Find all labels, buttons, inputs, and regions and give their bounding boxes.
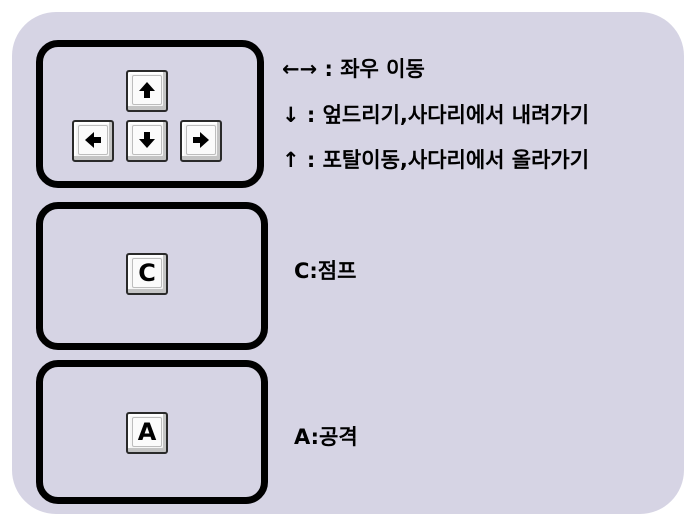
up-arrow-key bbox=[126, 70, 168, 112]
move-description: ←→ : 좌우 이동 bbox=[282, 57, 425, 81]
c-key-label: C bbox=[138, 259, 156, 287]
arrow-keys-box bbox=[36, 40, 264, 188]
up-description: ↑ : 포탈이동,사다리에서 올라가기 bbox=[282, 148, 590, 172]
attack-description: A:공격 bbox=[294, 425, 358, 449]
arrow-up-icon bbox=[139, 82, 155, 98]
right-arrow-key bbox=[180, 120, 222, 162]
left-arrow-key bbox=[72, 120, 114, 162]
arrow-down-icon bbox=[139, 132, 155, 148]
down-arrow-key bbox=[126, 120, 168, 162]
a-key: A bbox=[126, 412, 168, 454]
c-key: C bbox=[126, 253, 168, 295]
arrow-right-icon bbox=[193, 132, 209, 148]
down-description: ↓ : 엎드리기,사다리에서 내려가기 bbox=[282, 103, 590, 127]
a-key-label: A bbox=[137, 418, 157, 446]
jump-description: C:점프 bbox=[294, 259, 357, 283]
arrow-left-icon bbox=[85, 132, 101, 148]
